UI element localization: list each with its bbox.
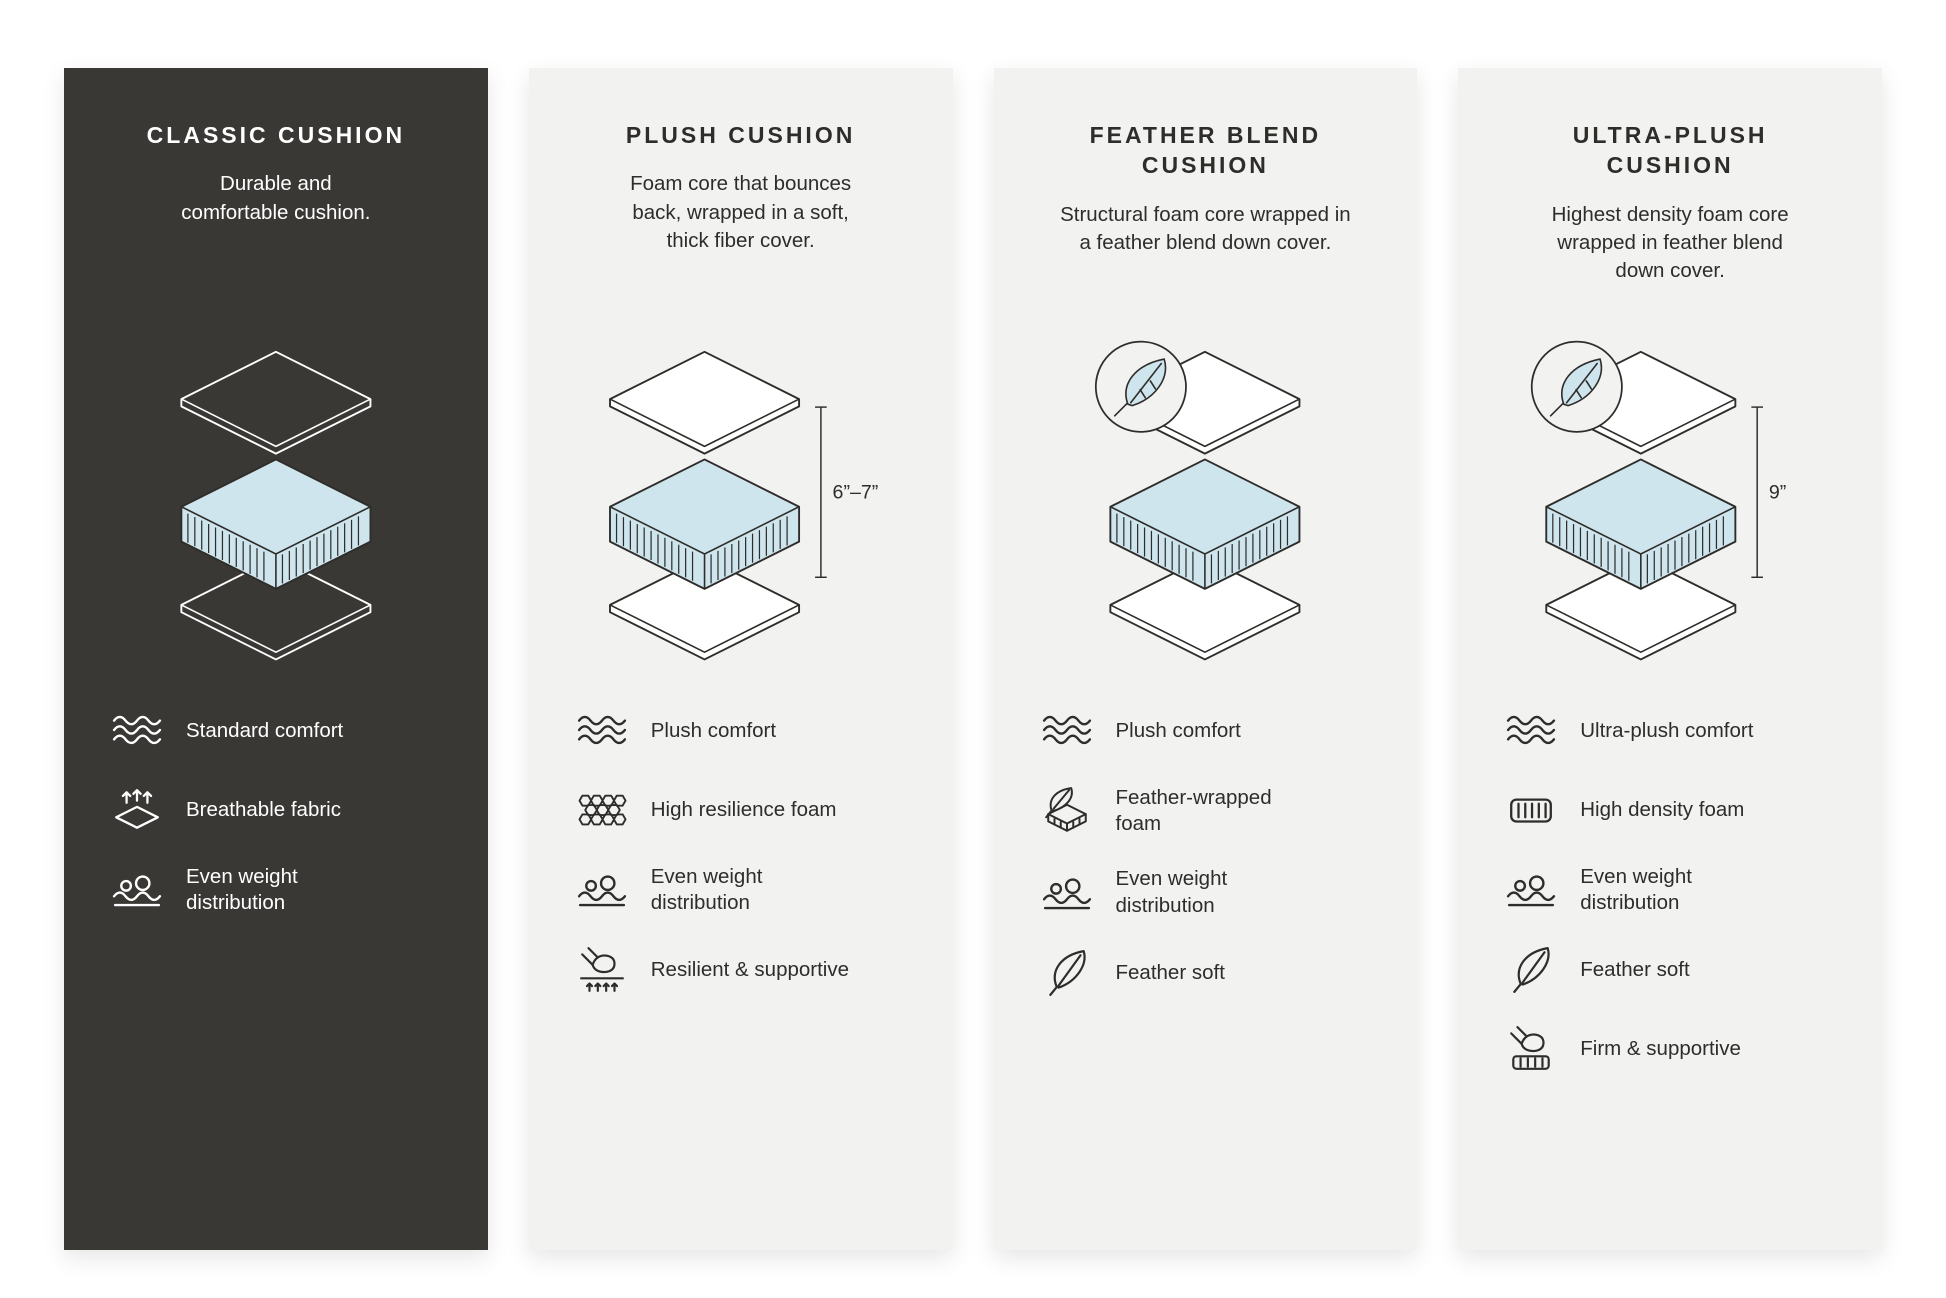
cushion-diagram: 6”–7” <box>569 330 913 666</box>
feature-label: Feather soft <box>1115 960 1225 984</box>
feature-row: Firm & supportive <box>1502 1024 1842 1074</box>
card-title: PLUSH CUSHION <box>625 122 856 148</box>
feature-row: Even weight distribution <box>573 864 913 916</box>
feature-row: Ultra-plush comfort <box>1502 706 1842 756</box>
feature-row: Standard comfort <box>108 706 448 756</box>
even-weight-icon <box>573 865 631 915</box>
feature-row: Feather soft <box>1502 945 1842 995</box>
feature-row: Even weight distribution <box>108 864 448 916</box>
feature-row: Even weight distribution <box>1502 864 1842 916</box>
comfort-waves-icon <box>573 706 631 756</box>
feature-label: Even weight distribution <box>1580 865 1692 915</box>
height-measure-bracket <box>814 406 827 578</box>
honeycomb-foam-icon <box>573 785 631 835</box>
feature-row: Resilient & supportive <box>573 945 913 995</box>
feature-label: Firm & supportive <box>1580 1037 1741 1061</box>
cushion-layers-illustration <box>1095 340 1301 661</box>
feature-label: Resilient & supportive <box>650 958 850 982</box>
cushion-diagram <box>1034 330 1378 666</box>
comfort-waves-icon <box>1502 706 1560 756</box>
card-description: Structural foam core wrapped in a feathe… <box>1060 202 1351 254</box>
feature-label: Standard comfort <box>186 718 344 742</box>
feature-label: High resilience foam <box>650 797 837 821</box>
even-weight-icon <box>108 865 166 915</box>
feature-label: High density foam <box>1580 797 1745 821</box>
cushion-layers-illustration <box>180 350 372 661</box>
resilient-supportive-icon <box>573 945 631 995</box>
cushion-diagram: 9” <box>1498 330 1842 666</box>
feather-soft-icon <box>1038 948 1096 998</box>
feature-label: Plush comfort <box>1115 718 1241 742</box>
comfort-waves-icon <box>1038 706 1096 756</box>
card-description: Highest density foam core wrapped in fea… <box>1551 202 1789 283</box>
feather-badge-icon <box>1095 340 1188 433</box>
even-weight-icon <box>1038 868 1096 918</box>
feature-label: Plush comfort <box>650 718 777 742</box>
cushion-diagram <box>104 330 448 666</box>
feature-row: Feather-wrapped foam <box>1038 785 1378 837</box>
cushion-layers-illustration: 6”–7” <box>608 350 878 661</box>
high-density-foam-icon <box>1502 785 1560 835</box>
comfort-waves-icon <box>108 706 166 756</box>
feature-label: Feather-wrapped foam <box>1115 786 1272 836</box>
feather-soft-icon <box>1502 945 1560 995</box>
feature-label: Feather soft <box>1580 958 1690 982</box>
card-title: CLASSIC CUSHION <box>146 122 406 148</box>
even-weight-icon <box>1502 865 1560 915</box>
measurement-label: 6”–7” <box>832 482 878 504</box>
feature-row: Even weight distribution <box>1038 866 1378 918</box>
feature-label: Even weight distribution <box>1115 867 1228 917</box>
feature-row: Feather soft <box>1038 948 1378 998</box>
feather-wrapped-foam-icon <box>1038 786 1096 836</box>
card-plush-cushion: PLUSH CUSHION Foam core that bounces bac… <box>528 68 953 1250</box>
card-header: ULTRA-PLUSH CUSHION Highest density foam… <box>1498 120 1842 316</box>
feature-label: Breathable fabric <box>186 797 341 821</box>
card-ultra-plush-cushion: ULTRA-PLUSH CUSHION Highest density foam… <box>1458 68 1882 1250</box>
card-header: CLASSIC CUSHION Durable and comfortable … <box>104 120 448 316</box>
measurement-label: 9” <box>1769 482 1786 504</box>
feather-badge-icon <box>1531 340 1623 433</box>
feature-row: Breathable fabric <box>108 785 448 835</box>
card-title: ULTRA-PLUSH CUSHION <box>1572 122 1768 179</box>
feature-row: Plush comfort <box>573 706 913 756</box>
feature-row: Plush comfort <box>1038 706 1378 756</box>
feature-row: High density foam <box>1502 785 1842 835</box>
firm-supportive-icon <box>1502 1024 1560 1074</box>
feature-label: Even weight distribution <box>186 865 298 915</box>
card-feather-blend-cushion: FEATHER BLEND CUSHION Structural foam co… <box>993 68 1418 1250</box>
height-measure-bracket <box>1751 406 1764 578</box>
feature-row: High resilience foam <box>573 785 913 835</box>
card-description: Foam core that bounces back, wrapped in … <box>630 172 852 252</box>
cushion-layers-illustration: 9” <box>1531 340 1786 661</box>
feature-label: Even weight distribution <box>650 865 763 915</box>
card-title: FEATHER BLEND CUSHION <box>1089 122 1322 179</box>
card-description: Durable and comfortable cushion. <box>181 172 371 224</box>
card-header: FEATHER BLEND CUSHION Structural foam co… <box>1034 120 1378 316</box>
card-classic-cushion: CLASSIC CUSHION Durable and comfortable … <box>64 68 488 1250</box>
card-header: PLUSH CUSHION Foam core that bounces bac… <box>569 120 913 316</box>
breathable-fabric-icon <box>108 785 166 835</box>
feature-label: Ultra-plush comfort <box>1580 718 1754 742</box>
